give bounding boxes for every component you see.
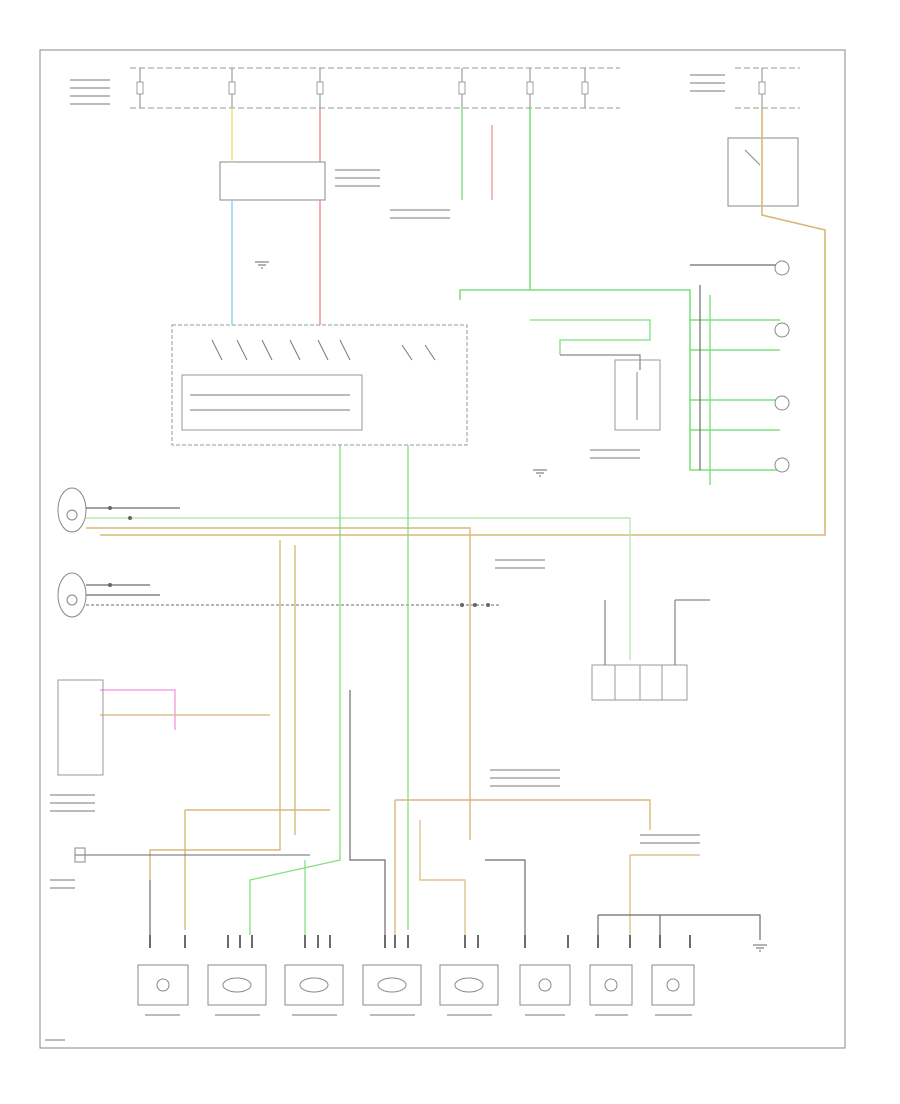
ground-icon [753, 944, 767, 952]
switch-inner-box [181, 374, 363, 431]
right-front-lamp [57, 572, 87, 618]
ground-icon [533, 469, 547, 477]
wire-pink [100, 689, 176, 730]
relay-icon [614, 359, 661, 431]
lamp-icon [774, 260, 790, 473]
lamp-icon [156, 977, 680, 993]
rear-lamp-row [137, 964, 695, 1006]
illegible-label-marks [45, 74, 725, 1041]
fuse-panel-bus [130, 67, 800, 109]
brake-switch-box [57, 679, 104, 776]
ground-icon [255, 261, 269, 269]
fuse-icon [136, 81, 766, 95]
multifunction-switch-box [219, 161, 326, 201]
wire-green-main [459, 108, 531, 300]
connector-icon [149, 935, 691, 948]
left-front-lamp [57, 487, 87, 533]
diagram-border [39, 49, 846, 1049]
wire-tan-main [100, 108, 826, 536]
connector-icon [108, 506, 490, 607]
headlamp-switch-box [171, 324, 468, 446]
hazard-switch-box [727, 137, 799, 207]
switch-icon [190, 339, 436, 411]
